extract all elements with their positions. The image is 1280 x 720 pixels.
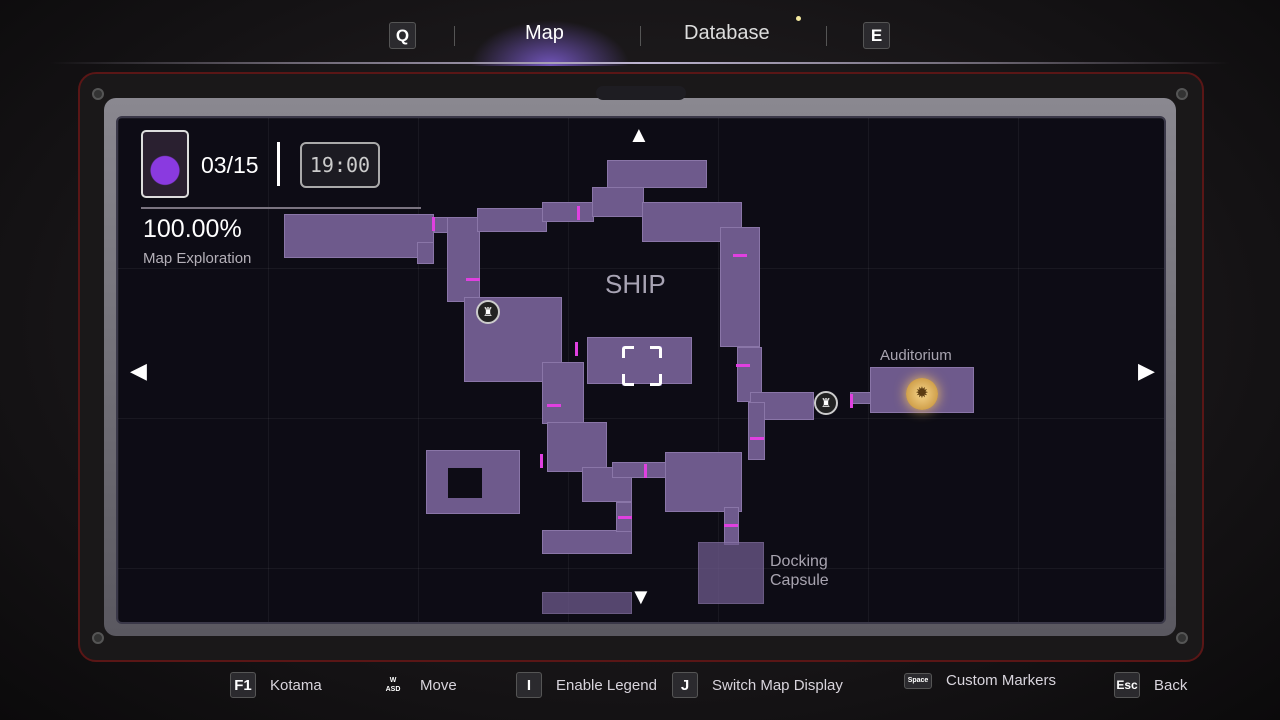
hint-custom-markers[interactable]: Space Custom Markers	[904, 672, 1056, 689]
map-room	[542, 362, 584, 424]
hint-legend[interactable]: I Enable Legend	[516, 672, 657, 698]
door-marker	[736, 364, 750, 367]
hint-label: Back	[1154, 676, 1188, 694]
key-j: J	[672, 672, 698, 698]
map-room	[607, 160, 707, 188]
scroll-left-icon[interactable]: ◀	[130, 358, 147, 383]
map-room	[477, 208, 547, 232]
screw	[1176, 88, 1188, 100]
tab-map[interactable]: Map	[525, 22, 564, 44]
kotama-jar-icon	[141, 130, 189, 198]
prev-tab-key[interactable]: Q	[389, 22, 416, 49]
map-room	[748, 402, 765, 460]
screw	[92, 632, 104, 644]
hint-label: Switch Map Display	[712, 676, 843, 694]
player-location-icon	[622, 346, 662, 386]
door-marker	[644, 464, 647, 478]
boss-marker-icon[interactable]: ✹	[906, 378, 938, 410]
hint-label: Enable Legend	[556, 676, 657, 694]
screw	[1176, 632, 1188, 644]
map-room	[665, 452, 742, 512]
notification-dot	[796, 16, 801, 21]
wasd-keys-icon: W ASD	[385, 677, 401, 693]
scroll-right-icon[interactable]: ▶	[1138, 358, 1155, 383]
tab-database[interactable]: Database	[684, 22, 770, 44]
divider	[640, 26, 641, 46]
room-void	[448, 468, 482, 498]
key-i: I	[516, 672, 542, 698]
door-marker	[577, 206, 580, 220]
hint-kotama[interactable]: F1 Kotama	[230, 672, 322, 698]
map-screen[interactable]: ♜ ♜ ✹ SHIP Auditorium Docking Capsule ▲ …	[116, 116, 1166, 624]
map-room	[547, 422, 607, 472]
exploration-label: Map Exploration	[143, 250, 252, 267]
save-point-icon[interactable]: ♜	[814, 391, 838, 415]
docking-capsule-room	[698, 542, 764, 604]
door-marker	[850, 394, 853, 408]
map-room	[587, 337, 692, 384]
map-room	[850, 392, 872, 404]
map-room	[542, 592, 632, 614]
scroll-down-icon[interactable]: ▼	[630, 584, 652, 609]
divider	[826, 26, 827, 46]
exploration-percent: 100.00%	[143, 215, 242, 243]
screw	[92, 88, 104, 100]
divider	[277, 142, 280, 186]
scroll-up-icon[interactable]: ▲	[628, 122, 650, 147]
clock-display: 19:00	[300, 142, 380, 188]
area-name: SHIP	[605, 269, 666, 299]
camera-notch	[596, 86, 686, 100]
key-esc: Esc	[1114, 672, 1140, 698]
exploration-progress-bar	[141, 207, 421, 209]
capsule-label: Capsule	[770, 572, 829, 589]
auditorium-label: Auditorium	[880, 347, 952, 364]
hint-label: Move	[420, 676, 457, 694]
active-tab-glow	[470, 20, 630, 66]
hint-switch-map[interactable]: J Switch Map Display	[672, 672, 843, 698]
map-room	[447, 217, 480, 302]
door-marker	[724, 524, 738, 527]
key-space: Space	[904, 672, 932, 689]
hint-label: Kotama	[270, 676, 322, 694]
key-f1: F1	[230, 672, 256, 698]
map-room	[542, 530, 632, 554]
divider	[454, 26, 455, 46]
divider	[50, 62, 1230, 64]
door-marker	[547, 404, 561, 407]
save-point-icon[interactable]: ♜	[476, 300, 500, 324]
top-nav: Q Map Database E	[0, 0, 1280, 66]
map-room	[284, 214, 434, 258]
map-room	[582, 467, 632, 502]
map-room	[417, 242, 434, 264]
door-marker	[540, 454, 543, 468]
kotama-count: 03/15	[201, 152, 259, 178]
hint-move[interactable]: W ASD Move	[380, 672, 457, 698]
map-room	[592, 187, 644, 217]
door-marker	[432, 217, 435, 231]
map-room	[542, 202, 594, 222]
hint-label: Custom Markers	[946, 672, 1057, 689]
door-marker	[733, 254, 747, 257]
door-marker	[750, 437, 764, 440]
door-marker	[466, 278, 480, 281]
map-room	[612, 462, 667, 478]
docking-label: Docking	[770, 553, 828, 570]
hint-back[interactable]: Esc Back	[1114, 672, 1187, 698]
map-room	[720, 227, 760, 347]
door-marker	[575, 342, 578, 356]
next-tab-key[interactable]: E	[863, 22, 890, 49]
door-marker	[618, 516, 632, 519]
